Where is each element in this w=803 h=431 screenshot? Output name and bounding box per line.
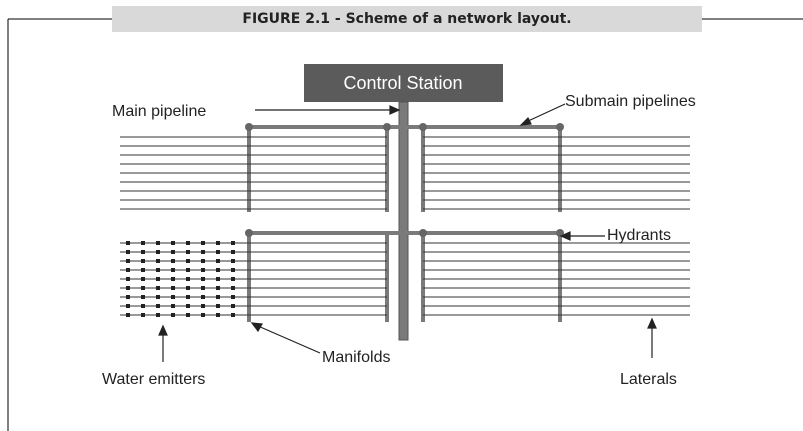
emitter-dot [216,250,220,254]
control-station: Control Station [304,64,503,102]
frame-border [7,18,803,431]
emitter-dot [186,313,190,317]
emitter-dot [216,277,220,281]
emitter-dot [156,268,160,272]
emitter-dot [156,304,160,308]
emitter-dot [231,268,235,272]
emitter-dot [141,304,145,308]
emitter-dot [156,250,160,254]
manifolds [247,127,562,322]
emitter-dot [171,250,175,254]
emitter-dot [201,268,205,272]
emitter-dot [171,277,175,281]
emitter-dot [171,241,175,245]
emitter-dot [186,304,190,308]
main-pipeline [398,101,409,341]
emitter-dot [186,286,190,290]
water-emitters [126,241,235,317]
emitter-dot [156,259,160,263]
emitter-dot [126,241,130,245]
emitter-dot [171,268,175,272]
emitter-dot [171,304,175,308]
emitter-dot [126,313,130,317]
emitter-dot [141,259,145,263]
emitter-dot [186,268,190,272]
emitter-dot [201,250,205,254]
emitter-dot [216,313,220,317]
emitter-dot [156,277,160,281]
label-hydrants: Hydrants [607,227,671,244]
emitter-dot [186,259,190,263]
emitter-dot [231,295,235,299]
emitter-dot [156,241,160,245]
emitter-dot [126,259,130,263]
emitter-dot [141,313,145,317]
emitter-dot [201,313,205,317]
annotation-arrows [158,103,657,362]
emitter-dot [156,286,160,290]
label-water-emitters: Water emitters [102,371,205,388]
emitter-dot [126,304,130,308]
emitter-dot [231,241,235,245]
emitter-dot [126,295,130,299]
emitter-dot [141,286,145,290]
emitter-dot [186,295,190,299]
emitter-dot [216,295,220,299]
emitter-dot [231,313,235,317]
emitter-dot [201,304,205,308]
emitter-dot [126,277,130,281]
emitter-dot [231,250,235,254]
emitter-dot [126,268,130,272]
control-station-label: Control Station [343,73,462,93]
emitter-dot [216,241,220,245]
emitter-dot [231,304,235,308]
emitter-dot [126,250,130,254]
emitter-dot [201,277,205,281]
emitter-dot [186,277,190,281]
emitter-dot [141,268,145,272]
emitter-dot [231,259,235,263]
label-manifolds: Manifolds [322,349,390,366]
figure-caption: FIGURE 2.1 - Scheme of a network layout. [112,6,702,32]
emitter-dot [201,241,205,245]
emitter-dot [216,304,220,308]
emitter-dot [141,241,145,245]
emitter-dot [171,259,175,263]
emitter-dot [141,277,145,281]
emitter-dot [231,277,235,281]
emitter-dot [141,295,145,299]
emitter-dot [156,313,160,317]
emitter-dot [126,286,130,290]
emitter-dot [216,286,220,290]
emitter-dot [171,295,175,299]
emitter-dot [201,295,205,299]
hydrants [245,123,564,237]
emitter-dot [216,268,220,272]
emitter-dot [216,259,220,263]
emitter-dot [186,250,190,254]
label-main-pipeline: Main pipeline [112,103,206,120]
emitter-dot [201,259,205,263]
emitter-dot [141,250,145,254]
emitter-dot [171,313,175,317]
submain-pipelines [248,125,560,235]
label-submain-pipelines: Submain pipelines [565,93,696,110]
emitter-dot [201,286,205,290]
emitter-dot [231,286,235,290]
emitter-dot [171,286,175,290]
label-laterals: Laterals [620,371,677,388]
emitter-dot [156,295,160,299]
emitter-dot [186,241,190,245]
